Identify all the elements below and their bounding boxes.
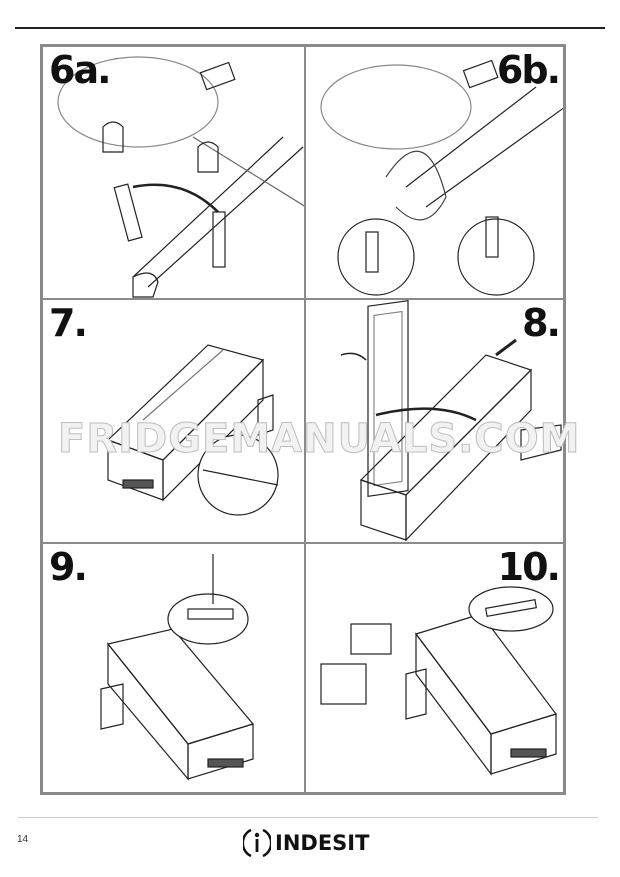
step-7-illustration: [106, 344, 279, 516]
brand-name: INDESIT: [275, 831, 370, 855]
step-label: 7.: [49, 301, 88, 345]
step-8-panel: 8.: [305, 299, 564, 543]
step-6b-illustration: [320, 59, 563, 296]
step-9-illustration: [100, 554, 255, 781]
step-6a-panel: 6a.: [42, 46, 305, 299]
step-6b-panel: 6b.: [305, 46, 564, 299]
step-label: 9.: [49, 545, 88, 589]
step-9-panel: 9.: [42, 543, 305, 793]
step-10-panel: 10.: [305, 543, 564, 793]
step-6a-illustration: [57, 56, 304, 298]
footer-rule: [18, 817, 598, 818]
watermark: FRIDGEMANUALS.COM: [58, 416, 581, 463]
step-label: 6a.: [49, 48, 112, 92]
step-label: 8.: [522, 301, 561, 345]
step-8-illustration: [340, 300, 562, 542]
header-rule: [15, 27, 605, 29]
step-10-illustration: [320, 586, 557, 776]
info-circle-logo-icon: [243, 828, 271, 858]
brand-logo: INDESIT: [243, 827, 369, 859]
step-7-panel: 7.: [42, 299, 305, 543]
page-number: 14: [17, 834, 29, 845]
step-label: 10.: [497, 545, 561, 589]
step-label: 6b.: [496, 48, 561, 92]
instruction-grid: 6a. 6b. 7.: [40, 44, 566, 795]
